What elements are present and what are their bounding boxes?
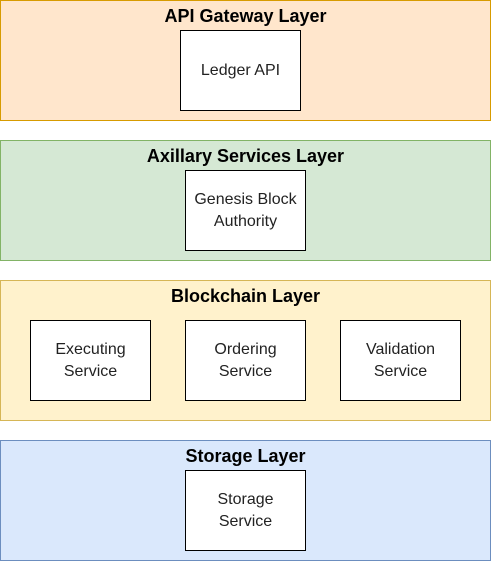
storage-layer-title: Storage Layer [185, 446, 306, 466]
blockchain-layer-title: Blockchain Layer [170, 286, 321, 306]
axillary-services-layer: Axillary Services Layer Genesis Block Au… [0, 140, 491, 261]
storage-service-box: Storage Service [185, 470, 306, 551]
ledger-api-box: Ledger API [180, 30, 301, 111]
genesis-block-authority-label: Genesis Block Authority [194, 190, 297, 230]
validation-service-box: Validation Service [340, 320, 461, 401]
storage-layer: Storage Layer Storage Service [0, 440, 491, 561]
ordering-service-label: Ordering Service [214, 340, 277, 380]
api-gateway-layer-title: API Gateway Layer [164, 6, 327, 26]
axillary-services-layer-title: Axillary Services Layer [146, 146, 345, 166]
ledger-api-label: Ledger API [200, 61, 281, 79]
api-gateway-layer: API Gateway Layer Ledger API [0, 0, 491, 121]
blockchain-layer: Blockchain Layer Executing Service Order… [0, 280, 491, 421]
storage-service-label: Storage Service [217, 490, 274, 530]
genesis-block-authority-box: Genesis Block Authority [185, 170, 306, 251]
executing-service-box: Executing Service [30, 320, 151, 401]
executing-service-label: Executing Service [55, 340, 126, 380]
validation-service-label: Validation Service [365, 340, 436, 380]
ordering-service-box: Ordering Service [185, 320, 306, 401]
